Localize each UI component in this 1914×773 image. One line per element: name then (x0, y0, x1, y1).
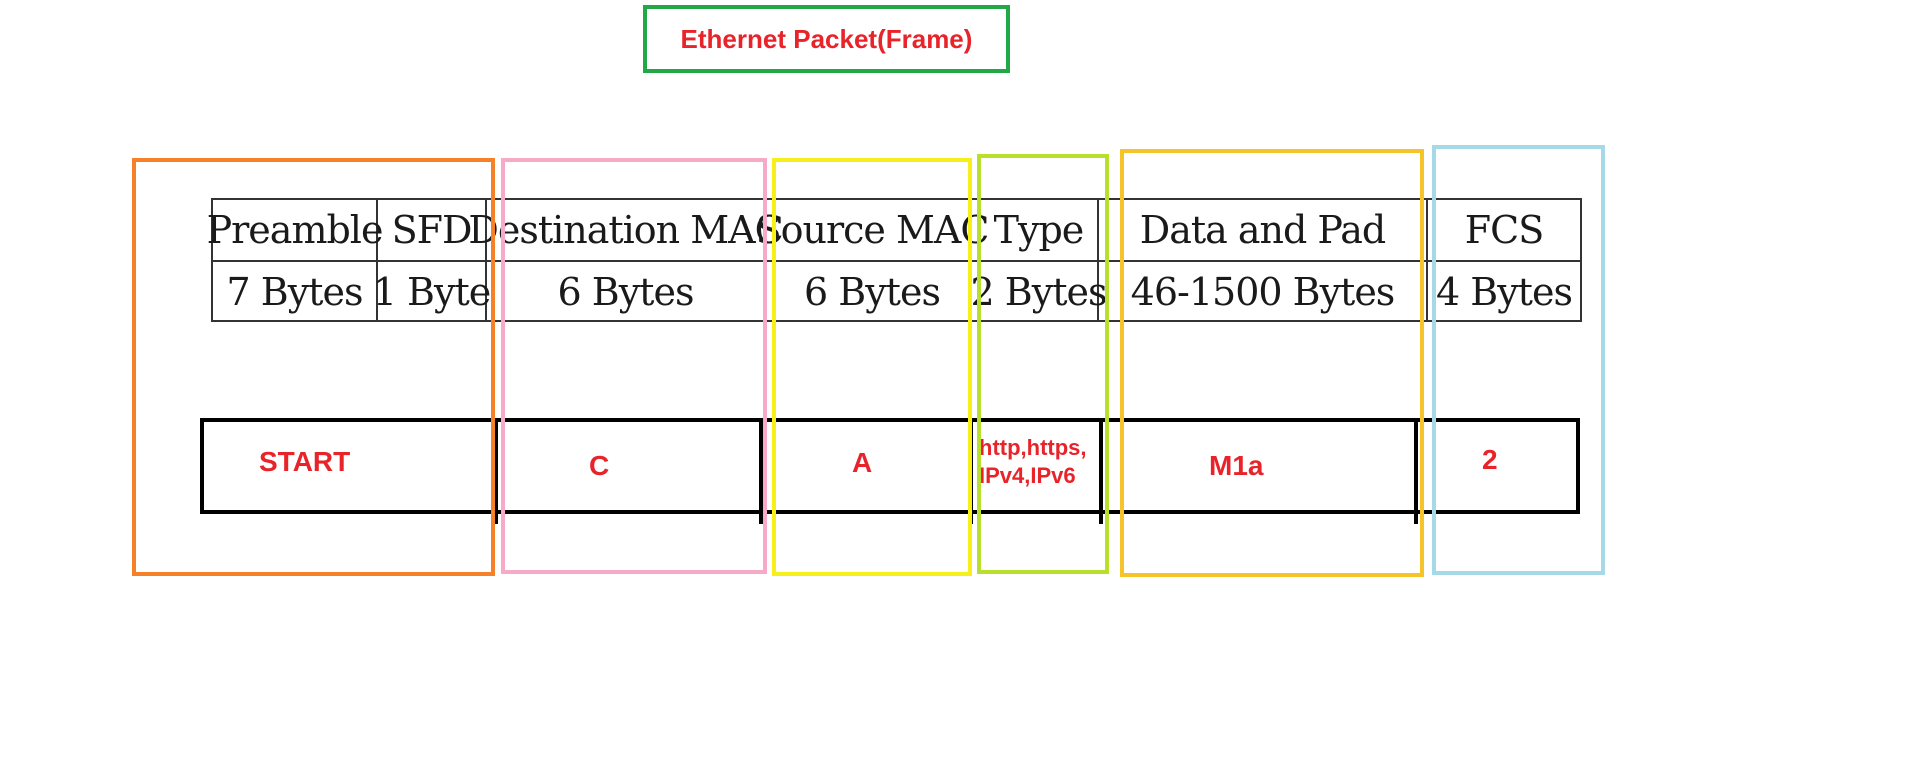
bar-divider (1099, 420, 1103, 524)
table-col-divider (485, 200, 487, 320)
highlight-box-data (1120, 149, 1424, 577)
size-sfd: 1 Byte (372, 270, 491, 314)
size-type: 2 Bytes (970, 270, 1108, 314)
table-col-divider (376, 200, 378, 320)
size-data-and-pad: 46-1500 Bytes (1130, 270, 1396, 314)
size-fcs: 4 Bytes (1436, 270, 1573, 314)
size-destination-mac: 6 Bytes (557, 270, 695, 314)
header-destination-mac: Destination MAC (468, 208, 783, 252)
table-col-divider (1426, 200, 1428, 320)
table-col-divider (1097, 200, 1099, 320)
highlight-box-destination (501, 158, 767, 574)
label-destination: C (589, 450, 610, 481)
bar-divider (1414, 420, 1418, 524)
size-preamble: 7 Bytes (226, 270, 364, 314)
highlight-box-fcs (1432, 145, 1605, 575)
bar-divider (494, 420, 498, 524)
label-source: A (852, 447, 873, 478)
annotation-bar: START C A http,https, IPv4,IPv6 M1a 2 (200, 418, 1580, 524)
header-fcs: FCS (1464, 208, 1544, 252)
header-preamble: Preamble (206, 208, 384, 252)
diagram-title: Ethernet Packet(Frame) (680, 23, 973, 54)
frame-format-table: Preamble SFD Destination MAC Source MAC … (206, 198, 1582, 322)
header-data-and-pad: Data and Pad (1139, 208, 1387, 252)
highlight-box-source (772, 158, 972, 576)
header-source-mac: Source MAC (755, 208, 990, 252)
label-fcs: 2 (1482, 444, 1498, 475)
label-type-line1: http,https, (979, 435, 1087, 460)
size-source-mac: 6 Bytes (804, 270, 941, 314)
header-type: Type (993, 208, 1085, 252)
table-row-divider (213, 260, 1580, 262)
label-type-line2: IPv4,IPv6 (979, 463, 1076, 488)
header-sfd: SFD (391, 208, 473, 252)
label-type: http,https, IPv4,IPv6 (979, 434, 1087, 490)
label-data: M1a (1209, 450, 1264, 481)
bar-divider (759, 420, 763, 524)
highlight-box-start (132, 158, 495, 576)
highlight-box-type (977, 154, 1109, 574)
title-box: Ethernet Packet(Frame) (643, 5, 1010, 73)
label-start: START (259, 446, 351, 477)
